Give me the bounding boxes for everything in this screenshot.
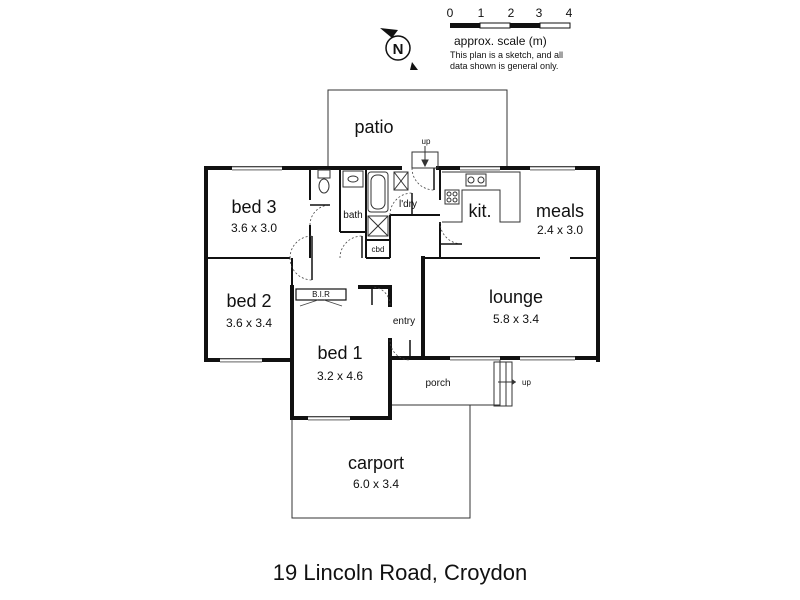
- room-label-kit: kit.: [468, 201, 491, 221]
- room-label-bath: bath: [343, 210, 362, 221]
- room-label-bed3: bed 3: [231, 197, 276, 217]
- bathroom-fixtures: [317, 169, 409, 237]
- room-size-bed1: 3.2 x 4.6: [317, 369, 363, 383]
- scale-note-line1: This plan is a sketch, and all: [450, 50, 563, 60]
- scale-tick-2: 2: [508, 6, 515, 20]
- room-label-entry: entry: [393, 316, 415, 327]
- scale-note-line2: data shown is general only.: [450, 61, 558, 71]
- compass-letter: N: [393, 41, 404, 58]
- room-size-carport: 6.0 x 3.4: [353, 477, 399, 491]
- room-label-porch: porch: [425, 378, 450, 389]
- rear-steps: [411, 146, 439, 169]
- property-address: 19 Lincoln Road, Croydon: [272, 560, 528, 585]
- room-label-bed1: bed 1: [317, 343, 362, 363]
- scale-bar: 0 1 2 3 4 approx. scale (m) This plan is…: [447, 6, 573, 71]
- room-size-lounge: 5.8 x 3.4: [493, 312, 539, 326]
- scale-tick-4: 4: [566, 6, 573, 20]
- kitchen-benches: [442, 171, 521, 223]
- room-size-bed2: 3.6 x 3.4: [226, 316, 272, 330]
- porch-steps: [493, 361, 516, 407]
- scale-tick-3: 3: [536, 6, 543, 20]
- room-label-bed2: bed 2: [226, 291, 271, 311]
- north-compass-icon: N: [380, 28, 418, 70]
- room-label-lounge: lounge: [489, 287, 543, 307]
- room-size-bed3: 3.6 x 3.0: [231, 221, 277, 235]
- room-size-meals: 2.4 x 3.0: [537, 223, 583, 237]
- room-label-bir: B.I.R: [312, 290, 330, 299]
- step-label-rear: up: [422, 137, 431, 146]
- room-label-cbd: cbd: [372, 245, 385, 254]
- room-label-ldry: l'dry: [399, 199, 417, 210]
- scale-tick-0: 0: [447, 6, 454, 20]
- room-label-patio: patio: [354, 117, 393, 137]
- room-label-carport: carport: [348, 453, 404, 473]
- scale-label: approx. scale (m): [454, 34, 547, 48]
- step-label-porch: up: [522, 378, 531, 387]
- scale-tick-1: 1: [478, 6, 485, 20]
- room-label-meals: meals: [536, 201, 584, 221]
